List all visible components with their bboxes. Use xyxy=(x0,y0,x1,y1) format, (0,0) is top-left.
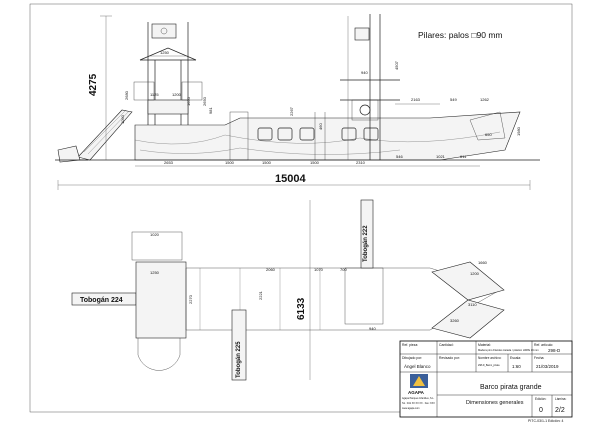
svg-text:Dimensiones generales: Dimensiones generales xyxy=(466,400,524,406)
svg-text:1200: 1200 xyxy=(172,92,182,97)
svg-text:549: 549 xyxy=(450,97,457,102)
flag-left xyxy=(151,23,177,39)
svg-text:Ref. artículo:: Ref. artículo: xyxy=(534,343,553,347)
svg-text:Nombre archivo:: Nombre archivo: xyxy=(478,356,501,360)
tower-roof xyxy=(139,47,197,61)
svg-text:Dibujado por:: Dibujado por: xyxy=(402,356,422,360)
svg-text:2221: 2221 xyxy=(258,290,263,300)
svg-text:1500: 1500 xyxy=(225,160,235,165)
side-elevation: Pilares: palos □90 mm xyxy=(55,14,540,190)
svg-text:Tobogán 222: Tobogán 222 xyxy=(363,225,369,262)
svg-text:2680: 2680 xyxy=(124,90,129,100)
porthole xyxy=(277,127,293,141)
svg-text:2653: 2653 xyxy=(164,160,174,165)
svg-text:3260: 3260 xyxy=(450,318,460,323)
drawing-title: Barco pirata grande xyxy=(480,384,542,391)
tower-bottom-ring xyxy=(137,338,181,371)
pillars-note: Pilares: palos □90 mm xyxy=(418,30,503,40)
svg-text:Material:: Material: xyxy=(478,343,491,347)
slide-side-elevation xyxy=(77,109,133,161)
plan-view: Tobogán 224 1020 1250 2270 940 Tobogán 2… xyxy=(71,199,505,381)
svg-text:Ángel Blanco: Ángel Blanco xyxy=(404,363,431,369)
svg-text:298-D: 298-D xyxy=(548,348,561,353)
svg-text:1200: 1200 xyxy=(470,271,480,276)
svg-text:www.agapa.com: www.agapa.com xyxy=(402,407,420,410)
svg-text:2270: 2270 xyxy=(188,294,193,304)
svg-text:1:60: 1:60 xyxy=(512,364,521,369)
svg-text:Ref. pieza:: Ref. pieza: xyxy=(402,343,418,347)
svg-text:650: 650 xyxy=(485,132,492,137)
porthole xyxy=(341,127,357,141)
sheet-border xyxy=(29,3,573,413)
hull-side xyxy=(134,111,521,161)
footer-code: PITC-03/1-1 Edición: 4 xyxy=(528,419,563,423)
svg-text:3110: 3110 xyxy=(468,302,477,307)
svg-text:Revisado por:: Revisado por: xyxy=(439,356,460,360)
svg-text:700: 700 xyxy=(340,267,347,272)
svg-text:940: 940 xyxy=(369,326,376,331)
porthole xyxy=(257,127,273,141)
svg-text:2310: 2310 xyxy=(356,160,366,165)
svg-text:1125: 1125 xyxy=(150,92,159,97)
skull-icon xyxy=(359,104,371,116)
svg-text:Agapa Parques Infantiles, S.L.: Agapa Parques Infantiles, S.L. xyxy=(402,397,435,400)
svg-text:21/03/2019: 21/03/2019 xyxy=(536,364,559,369)
svg-text:Madera pino Flandes tratada /: Madera pino Flandes tratada / plástico H… xyxy=(478,348,539,352)
svg-text:Tobogán 225: Tobogán 225 xyxy=(236,341,242,378)
svg-text:1980: 1980 xyxy=(516,126,521,136)
flag-mast xyxy=(354,27,370,41)
length-15004: 15004 xyxy=(275,173,306,185)
svg-text:Fecha:: Fecha: xyxy=(534,356,544,360)
svg-text:2650: 2650 xyxy=(202,96,207,106)
svg-text:1250: 1250 xyxy=(160,50,170,55)
svg-text:1090: 1090 xyxy=(120,114,125,124)
porthole xyxy=(363,127,379,141)
title-block: Ref. pieza: Cantidad: Material: Madera p… xyxy=(399,340,573,418)
svg-text:1021: 1021 xyxy=(436,154,446,159)
svg-text:Edición:: Edición: xyxy=(535,397,546,401)
svg-text:1020: 1020 xyxy=(150,232,160,237)
svg-text:Tobogán 224: Tobogán 224 xyxy=(80,297,123,304)
svg-text:2267: 2267 xyxy=(289,106,294,116)
svg-text:1262: 1262 xyxy=(480,97,490,102)
svg-text:Cantidad:: Cantidad: xyxy=(439,343,454,347)
porthole xyxy=(299,127,315,141)
width-6133: 6133 xyxy=(296,297,307,320)
tower-platform xyxy=(135,261,187,339)
svg-text:1070: 1070 xyxy=(314,267,324,272)
height-4275: 4275 xyxy=(88,73,99,96)
svg-text:2/2: 2/2 xyxy=(555,407,565,414)
slide-222 xyxy=(360,199,374,269)
svg-text:546: 546 xyxy=(396,154,403,159)
svg-text:611: 611 xyxy=(460,154,467,159)
svg-text:2060: 2060 xyxy=(266,267,276,272)
svg-text:1650: 1650 xyxy=(186,96,191,106)
svg-text:Escala:: Escala: xyxy=(510,356,521,360)
svg-text:0: 0 xyxy=(539,407,543,414)
svg-text:Tel.: 941 XX XX XX · Fax: XXX: Tel.: 941 XX XX XX · Fax: XXX xyxy=(402,402,435,405)
svg-text:2163: 2163 xyxy=(411,97,421,102)
svg-text:AGAPA: AGAPA xyxy=(408,390,425,395)
svg-text:1500: 1500 xyxy=(262,160,272,165)
svg-text:4507: 4507 xyxy=(394,60,399,70)
svg-text:298-D_Barco_pirata: 298-D_Barco_pirata xyxy=(478,364,500,367)
svg-text:1660: 1660 xyxy=(478,260,488,265)
svg-text:1250: 1250 xyxy=(150,270,160,275)
svg-text:1500: 1500 xyxy=(310,160,320,165)
svg-text:460: 460 xyxy=(318,123,323,130)
svg-text:940: 940 xyxy=(361,70,368,75)
svg-text:981: 981 xyxy=(208,107,213,114)
svg-text:Lámina:: Lámina: xyxy=(555,397,566,401)
slide-225 xyxy=(231,309,247,381)
